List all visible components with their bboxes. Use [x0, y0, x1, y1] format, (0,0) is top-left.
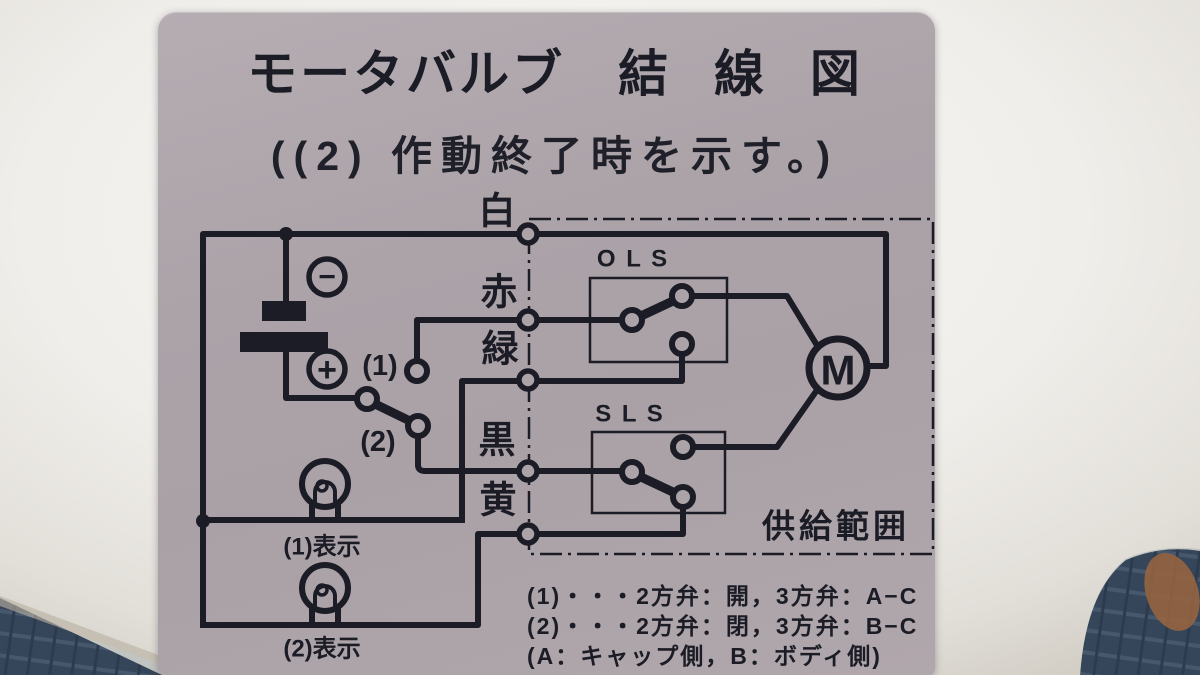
junction-dot-left	[196, 514, 210, 528]
switch-position-2-label: (2)	[360, 426, 395, 458]
wire-ols-to-motor	[679, 293, 823, 352]
wire-battery	[283, 231, 361, 401]
battery-positive-plate	[240, 332, 328, 352]
label-title: モータバルブ 結 線 図	[247, 46, 863, 102]
battery-plus-icon	[306, 348, 348, 390]
wire-black	[415, 423, 635, 474]
indicator-lamp-1	[299, 458, 351, 510]
wire-label-green: 緑	[482, 329, 520, 370]
terminal-black	[516, 459, 540, 483]
junction-dot-top	[279, 227, 293, 241]
wire-label-yellow: 黄	[480, 480, 517, 521]
ols-upper-contact	[669, 283, 695, 309]
switch-position-1-label: (1)	[362, 350, 397, 382]
sls-lower-contact	[670, 484, 696, 510]
terminal-green	[516, 368, 540, 392]
main-switch-common	[354, 386, 380, 412]
wire-label-red: 赤	[481, 272, 518, 313]
ols-switch-arm	[636, 296, 678, 321]
lamp2-label: (2)表示	[283, 636, 360, 663]
battery-negative-plate	[262, 301, 306, 321]
ols-label: O L S	[597, 246, 669, 273]
wire-white	[200, 231, 889, 628]
battery-plus-sign: +	[317, 351, 337, 389]
ols-box	[588, 276, 729, 364]
label-subtitle: ((2) 作動終了時を示す。)	[270, 133, 840, 179]
supply-range-boundary	[527, 217, 935, 556]
wire-label-white: 白	[479, 191, 516, 232]
motor-icon	[805, 335, 871, 401]
sls-common-contact	[619, 459, 645, 485]
terminal-yellow	[516, 522, 540, 546]
note-line-2: (2)・・・2方弁：閉，3方弁：B−C	[527, 613, 919, 639]
lamp2-legs	[309, 607, 341, 628]
wire-yellow	[200, 494, 686, 628]
main-switch-contact-2	[405, 413, 431, 439]
wire-label-black: 黒	[479, 420, 516, 461]
wire-red	[414, 317, 635, 374]
sls-upper-contact	[670, 434, 696, 460]
sls-box	[590, 430, 727, 515]
sls-label: S L S	[595, 401, 665, 428]
terminal-white	[516, 222, 540, 246]
fabric-orange-patch	[1144, 553, 1200, 631]
battery-minus-sign: −	[318, 261, 336, 294]
battery-minus-icon	[306, 256, 348, 298]
lamp1-legs	[309, 503, 341, 523]
ols-lower-contact	[669, 331, 695, 357]
sls-switch-arm	[636, 472, 680, 498]
wire-sls-to-motor	[680, 385, 822, 450]
ols-common-contact	[619, 307, 645, 333]
main-switch-contact-1	[404, 358, 430, 384]
footnotes: (1)・・・2方弁：開，3方弁：A−C (2)・・・2方弁：閉，3方弁：B−C …	[527, 581, 918, 671]
motor-letter: M	[821, 347, 856, 394]
indicator-lamp-2	[299, 562, 351, 614]
note-line-1: (1)・・・2方弁：開，3方弁：A−C	[527, 583, 919, 609]
terminal-red	[516, 308, 540, 332]
supply-range-label: 供給範囲	[762, 508, 910, 545]
note-line-3: (A：キャップ側，B：ボディ側)	[527, 643, 882, 669]
lamp1-label: (1)表示	[283, 534, 360, 561]
